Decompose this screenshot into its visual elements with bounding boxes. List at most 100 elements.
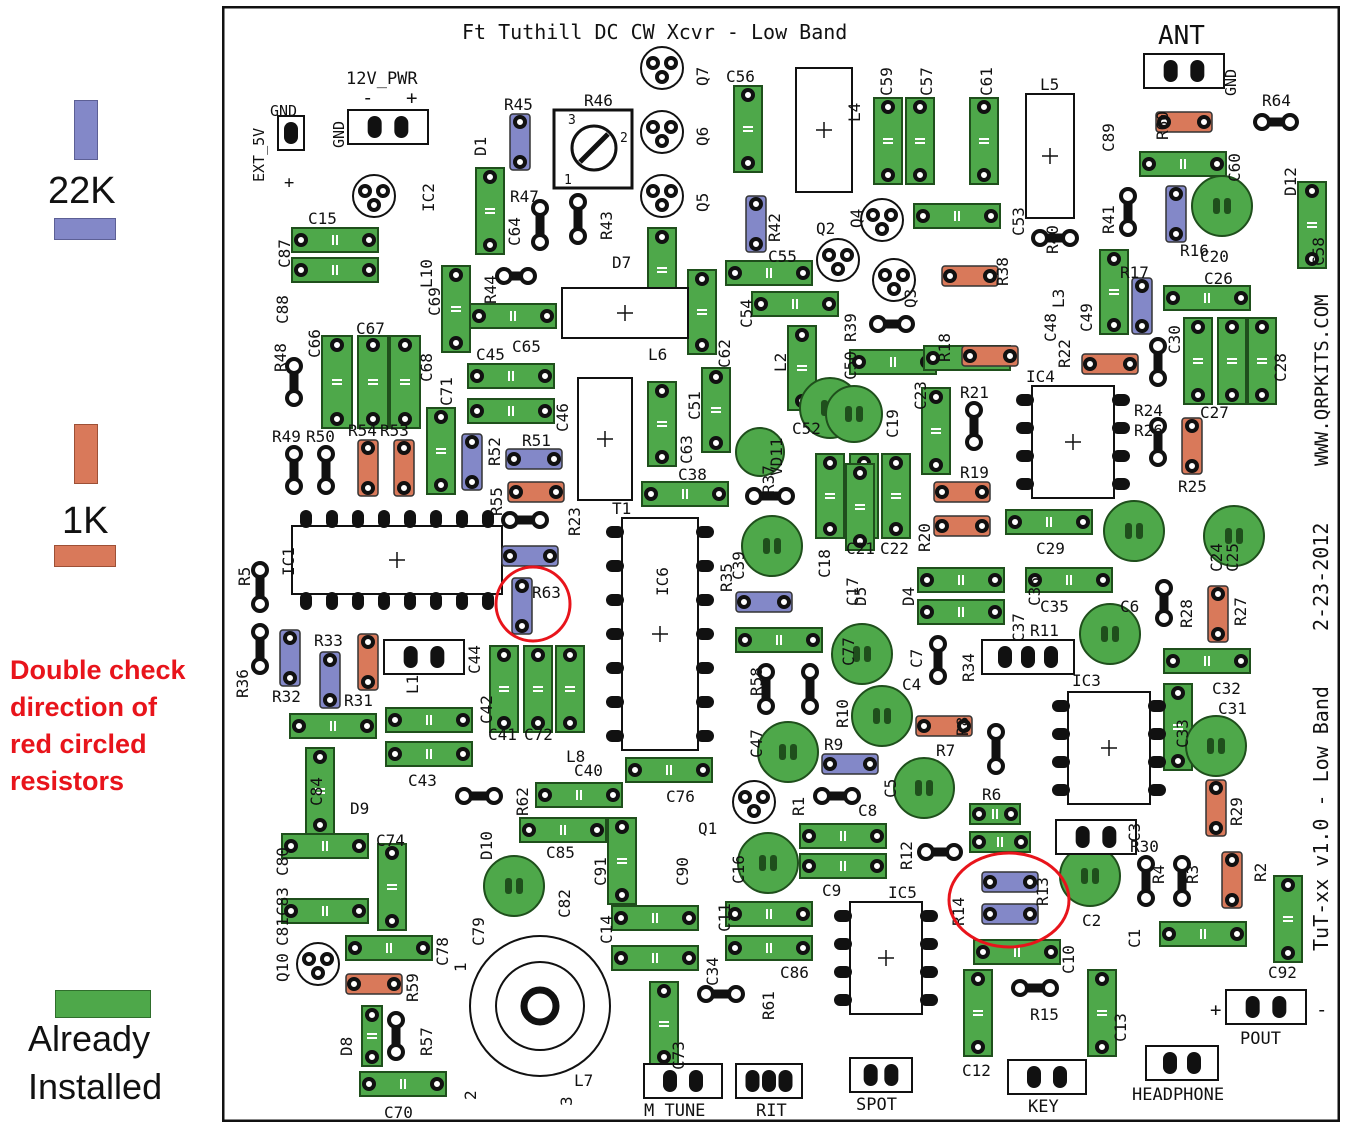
legend-installed-label-2: Installed [28,1066,163,1107]
connector-pin [403,646,418,668]
connector-header [1145,1045,1219,1081]
pad [495,267,513,285]
ic-pin [834,910,852,922]
connector-header [1143,53,1225,89]
pad [823,757,837,771]
designator-c40: C40 [574,761,603,780]
pad [538,788,552,802]
tuning-cap-pin-number: 2 [461,1090,480,1100]
pad [540,309,554,323]
pad [1123,357,1137,371]
pad [1044,945,1058,959]
designator-r3: R3 [1183,865,1202,884]
designator-r13: R13 [1033,877,1052,906]
pad [358,184,372,198]
pad [749,197,763,211]
legend-panel: 22K 1K Double check direction of red cir… [0,0,222,1125]
note-line: direction of [10,692,157,722]
designator-c12: C12 [962,1061,991,1080]
pad [1185,459,1199,473]
connector-label-minus: - [362,87,373,109]
resistor-1k [1155,111,1213,133]
pad [801,663,819,681]
pad [449,336,463,350]
pad [563,648,577,662]
resistor-22k [1165,185,1187,243]
ic-pin [300,510,312,528]
designator-c34: C34 [703,957,722,986]
connector-pin [884,1064,899,1086]
connector-label-plus: + [284,173,294,193]
pad [889,522,903,536]
connector-pin [689,1070,703,1092]
pad [802,859,816,873]
connector-pin [1272,996,1287,1018]
designator-r61: R61 [759,991,778,1020]
designator-c46: C46 [553,403,572,432]
pad [569,193,587,211]
ic-pin [482,510,494,528]
pot-pin-number: 2 [620,131,628,146]
pad [397,441,411,455]
pad [1281,113,1299,131]
legend-installed-swatch [55,990,151,1018]
pad [972,807,986,821]
designator-c7: C7 [907,649,926,668]
designator-c35: C35 [1040,597,1069,616]
pad [376,184,390,198]
designator-ic4: IC4 [1026,367,1055,386]
pad [889,456,903,470]
designator-d7: D7 [612,253,631,272]
pad [971,1040,985,1054]
pad [434,410,448,424]
connector-pin [863,1064,878,1086]
pad [352,839,366,853]
designator-r9: R9 [824,735,843,754]
pad [697,985,715,1003]
connector-pin [367,116,382,138]
designator-c59: C59 [877,67,896,96]
connector-header [1007,1059,1087,1095]
pad [361,635,375,649]
pad [1230,927,1244,941]
pad [1213,198,1220,214]
pad [655,134,669,148]
ic-pin [482,592,494,610]
installed-electrolytic [851,685,913,747]
pad [501,511,519,529]
designator-c69: C69 [425,287,444,316]
ic-pin [1112,478,1130,490]
designator-c41: C41 [488,725,517,744]
pad [965,433,983,451]
pad [987,723,1005,741]
pad [971,972,985,986]
designator-c61: C61 [977,67,996,96]
pad [465,435,479,449]
connector-label-gnd: GND [330,121,348,148]
pad [1112,626,1119,642]
installed-electrolytic [741,515,803,577]
pad [398,412,412,426]
pcb-drawing: Ft Tuthill DC CW Xcvr - Low Band WWW.QRP… [222,6,1340,1122]
pad [845,406,852,422]
pad [1076,515,1090,529]
designator-r57: R57 [417,1027,436,1056]
check-circle-r13-r14 [947,851,1071,949]
pad [657,984,671,998]
pad [1234,291,1248,305]
pad [1185,419,1199,433]
tuning-cap-pin-number: 1 [451,962,470,972]
designator-c53: C53 [1009,207,1028,236]
designator-r12: R12 [897,841,916,870]
resistor-1k [357,439,379,497]
designator-l5: L5 [1040,75,1059,94]
pad [988,605,1002,619]
pad [294,233,308,247]
pad [538,369,552,383]
pad [614,951,628,965]
designator-c4: C4 [902,675,921,694]
pad [531,511,549,529]
pad [1149,449,1167,467]
designator-c65: C65 [512,337,541,356]
pad [712,487,726,501]
